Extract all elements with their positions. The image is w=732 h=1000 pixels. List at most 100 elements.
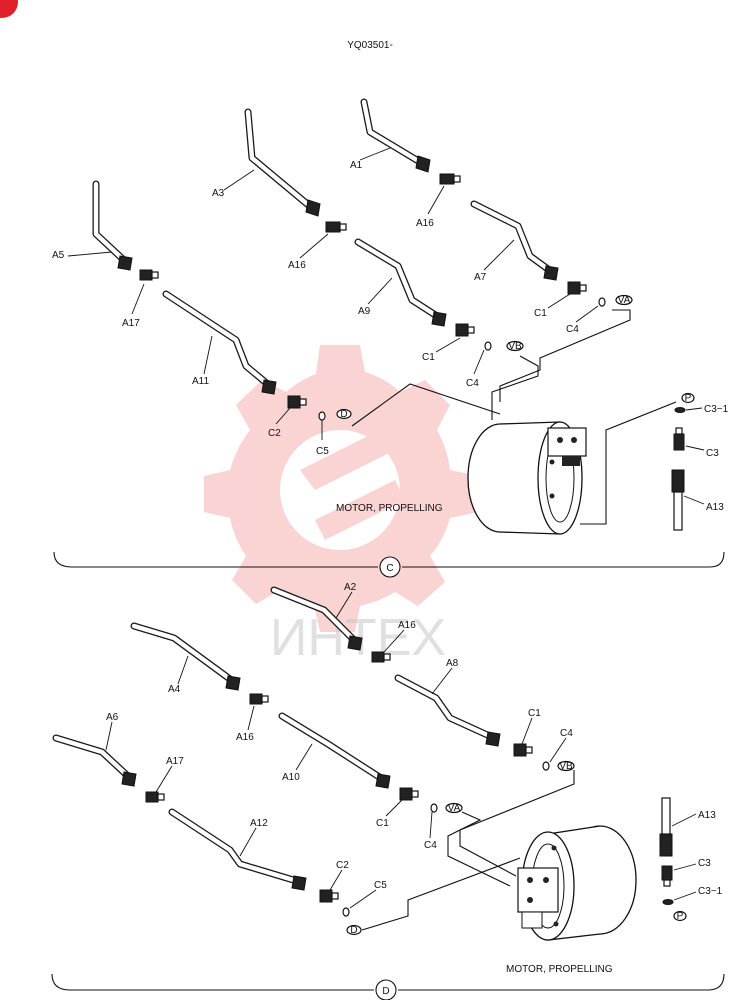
svg-text:VB: VB bbox=[508, 341, 522, 352]
tube-a1 bbox=[360, 98, 431, 173]
oring-c5-d bbox=[342, 907, 350, 917]
motor-propelling-c bbox=[467, 421, 587, 535]
section-bracket-d bbox=[51, 973, 725, 991]
svg-text:VB: VB bbox=[559, 761, 573, 772]
fitting-a16-d1 bbox=[371, 651, 391, 663]
label-a6: A6 bbox=[106, 712, 119, 723]
label-a3: A3 bbox=[212, 188, 225, 199]
tube-a13-c bbox=[671, 469, 685, 531]
corner-badge bbox=[0, 0, 18, 18]
label-a11: A11 bbox=[192, 376, 209, 387]
fitting-a17-c bbox=[139, 269, 159, 281]
tube-a12 bbox=[168, 808, 307, 891]
motor-propelling-d bbox=[517, 825, 637, 941]
label-c4-c2: C4 bbox=[466, 378, 479, 389]
label-c1-c2: C1 bbox=[422, 352, 435, 363]
oring-c4-d1 bbox=[542, 761, 550, 771]
fitting-a16-c2 bbox=[325, 221, 347, 233]
fitting-c3-d bbox=[661, 865, 673, 887]
port-tag-d-d: D bbox=[346, 924, 362, 936]
tube-a13-d bbox=[659, 797, 673, 857]
tube-a8 bbox=[394, 674, 501, 747]
fitting-c1-d1 bbox=[513, 743, 533, 757]
label-c4-d2: C4 bbox=[424, 840, 437, 851]
section-marker-c-label: C bbox=[386, 563, 393, 574]
label-c5-c: C5 bbox=[316, 446, 329, 457]
tube-a2 bbox=[270, 586, 363, 651]
label-c1-c1: C1 bbox=[534, 308, 547, 319]
section-marker-d bbox=[375, 979, 397, 1000]
label-a16-c2: A16 bbox=[288, 260, 306, 271]
label-a17-c: A17 bbox=[122, 318, 140, 329]
label-a4: A4 bbox=[168, 684, 181, 695]
label-c3-d: C3 bbox=[698, 858, 711, 869]
svg-text:D: D bbox=[350, 925, 357, 936]
motor-label-c: MOTOR, PROPELLING bbox=[336, 503, 443, 514]
section-c: A1 A3 A16 A16 A7 bbox=[52, 98, 729, 578]
fitting-c1-c1 bbox=[567, 281, 587, 295]
svg-text:P: P bbox=[677, 911, 684, 922]
label-c1-d2: C1 bbox=[376, 818, 389, 829]
section-marker-c bbox=[379, 556, 401, 578]
label-c2-c: C2 bbox=[268, 428, 281, 439]
tube-a6 bbox=[52, 734, 137, 787]
tube-a5 bbox=[92, 180, 133, 271]
label-a12: A12 bbox=[250, 818, 268, 829]
label-c3-c: C3 bbox=[706, 448, 719, 459]
oring-c4-d2 bbox=[430, 803, 438, 813]
fitting-a16-c1 bbox=[439, 173, 461, 185]
label-c5-d: C5 bbox=[374, 880, 387, 891]
oring-c4-c1 bbox=[598, 297, 606, 307]
label-a13-d: A13 bbox=[698, 810, 716, 821]
label-a16-d1: A16 bbox=[398, 620, 416, 631]
oring-c3-1-d bbox=[662, 899, 674, 905]
tube-a4 bbox=[130, 622, 241, 691]
label-a13-c: A13 bbox=[706, 502, 724, 513]
watermark-gear-icon bbox=[204, 345, 478, 632]
fitting-c2-c bbox=[287, 395, 307, 409]
oring-c4-c2 bbox=[484, 341, 492, 351]
label-c3-1-d: C3−1 bbox=[698, 886, 723, 897]
motor-label-d: MOTOR, PROPELLING bbox=[506, 964, 613, 975]
section-d: A2 A16 A16 A4 A8 bbox=[51, 582, 725, 1000]
port-tag-d-c: D bbox=[336, 408, 352, 420]
port-tag-vb-d: VB bbox=[557, 760, 575, 772]
label-a16-d2: A16 bbox=[236, 732, 254, 743]
fitting-c3-c bbox=[673, 427, 685, 451]
label-a8: A8 bbox=[446, 658, 459, 669]
label-c4-c1: C4 bbox=[566, 324, 579, 335]
fitting-a17-d bbox=[145, 791, 165, 803]
label-a9: A9 bbox=[358, 306, 371, 317]
label-c1-d1: C1 bbox=[528, 708, 541, 719]
port-tag-va-d: VA bbox=[445, 802, 463, 814]
label-a7: A7 bbox=[474, 272, 487, 283]
port-tag-p-d: P bbox=[673, 910, 687, 922]
label-a1: A1 bbox=[350, 160, 363, 171]
fitting-c1-d2 bbox=[399, 787, 419, 801]
fitting-c1-c2 bbox=[455, 323, 475, 337]
svg-text:P: P bbox=[685, 393, 692, 404]
tube-a3 bbox=[244, 108, 321, 217]
label-a17-d: A17 bbox=[166, 756, 184, 767]
label-a16-c1: A16 bbox=[416, 218, 434, 229]
section-bracket-c bbox=[53, 551, 725, 568]
port-tag-p-c: P bbox=[681, 392, 695, 404]
fitting-c2-d bbox=[319, 889, 339, 903]
svg-text:VA: VA bbox=[448, 803, 461, 814]
tube-a11 bbox=[162, 290, 277, 395]
header-code: YQ03501- bbox=[347, 40, 393, 51]
tube-a9 bbox=[354, 238, 447, 327]
section-marker-d-label: D bbox=[382, 986, 389, 997]
svg-text:VA: VA bbox=[618, 295, 631, 306]
label-a2: A2 bbox=[344, 582, 357, 593]
tube-a10 bbox=[278, 712, 391, 789]
port-tag-va-c: VA bbox=[615, 294, 633, 306]
fitting-a16-d2 bbox=[249, 693, 269, 705]
tube-a7 bbox=[470, 200, 559, 281]
oring-c3-1-c bbox=[674, 407, 686, 413]
svg-text:D: D bbox=[340, 409, 347, 420]
label-c3-1-c: C3−1 bbox=[704, 404, 729, 415]
label-a10: A10 bbox=[282, 772, 300, 783]
label-c4-d1: C4 bbox=[560, 728, 573, 739]
